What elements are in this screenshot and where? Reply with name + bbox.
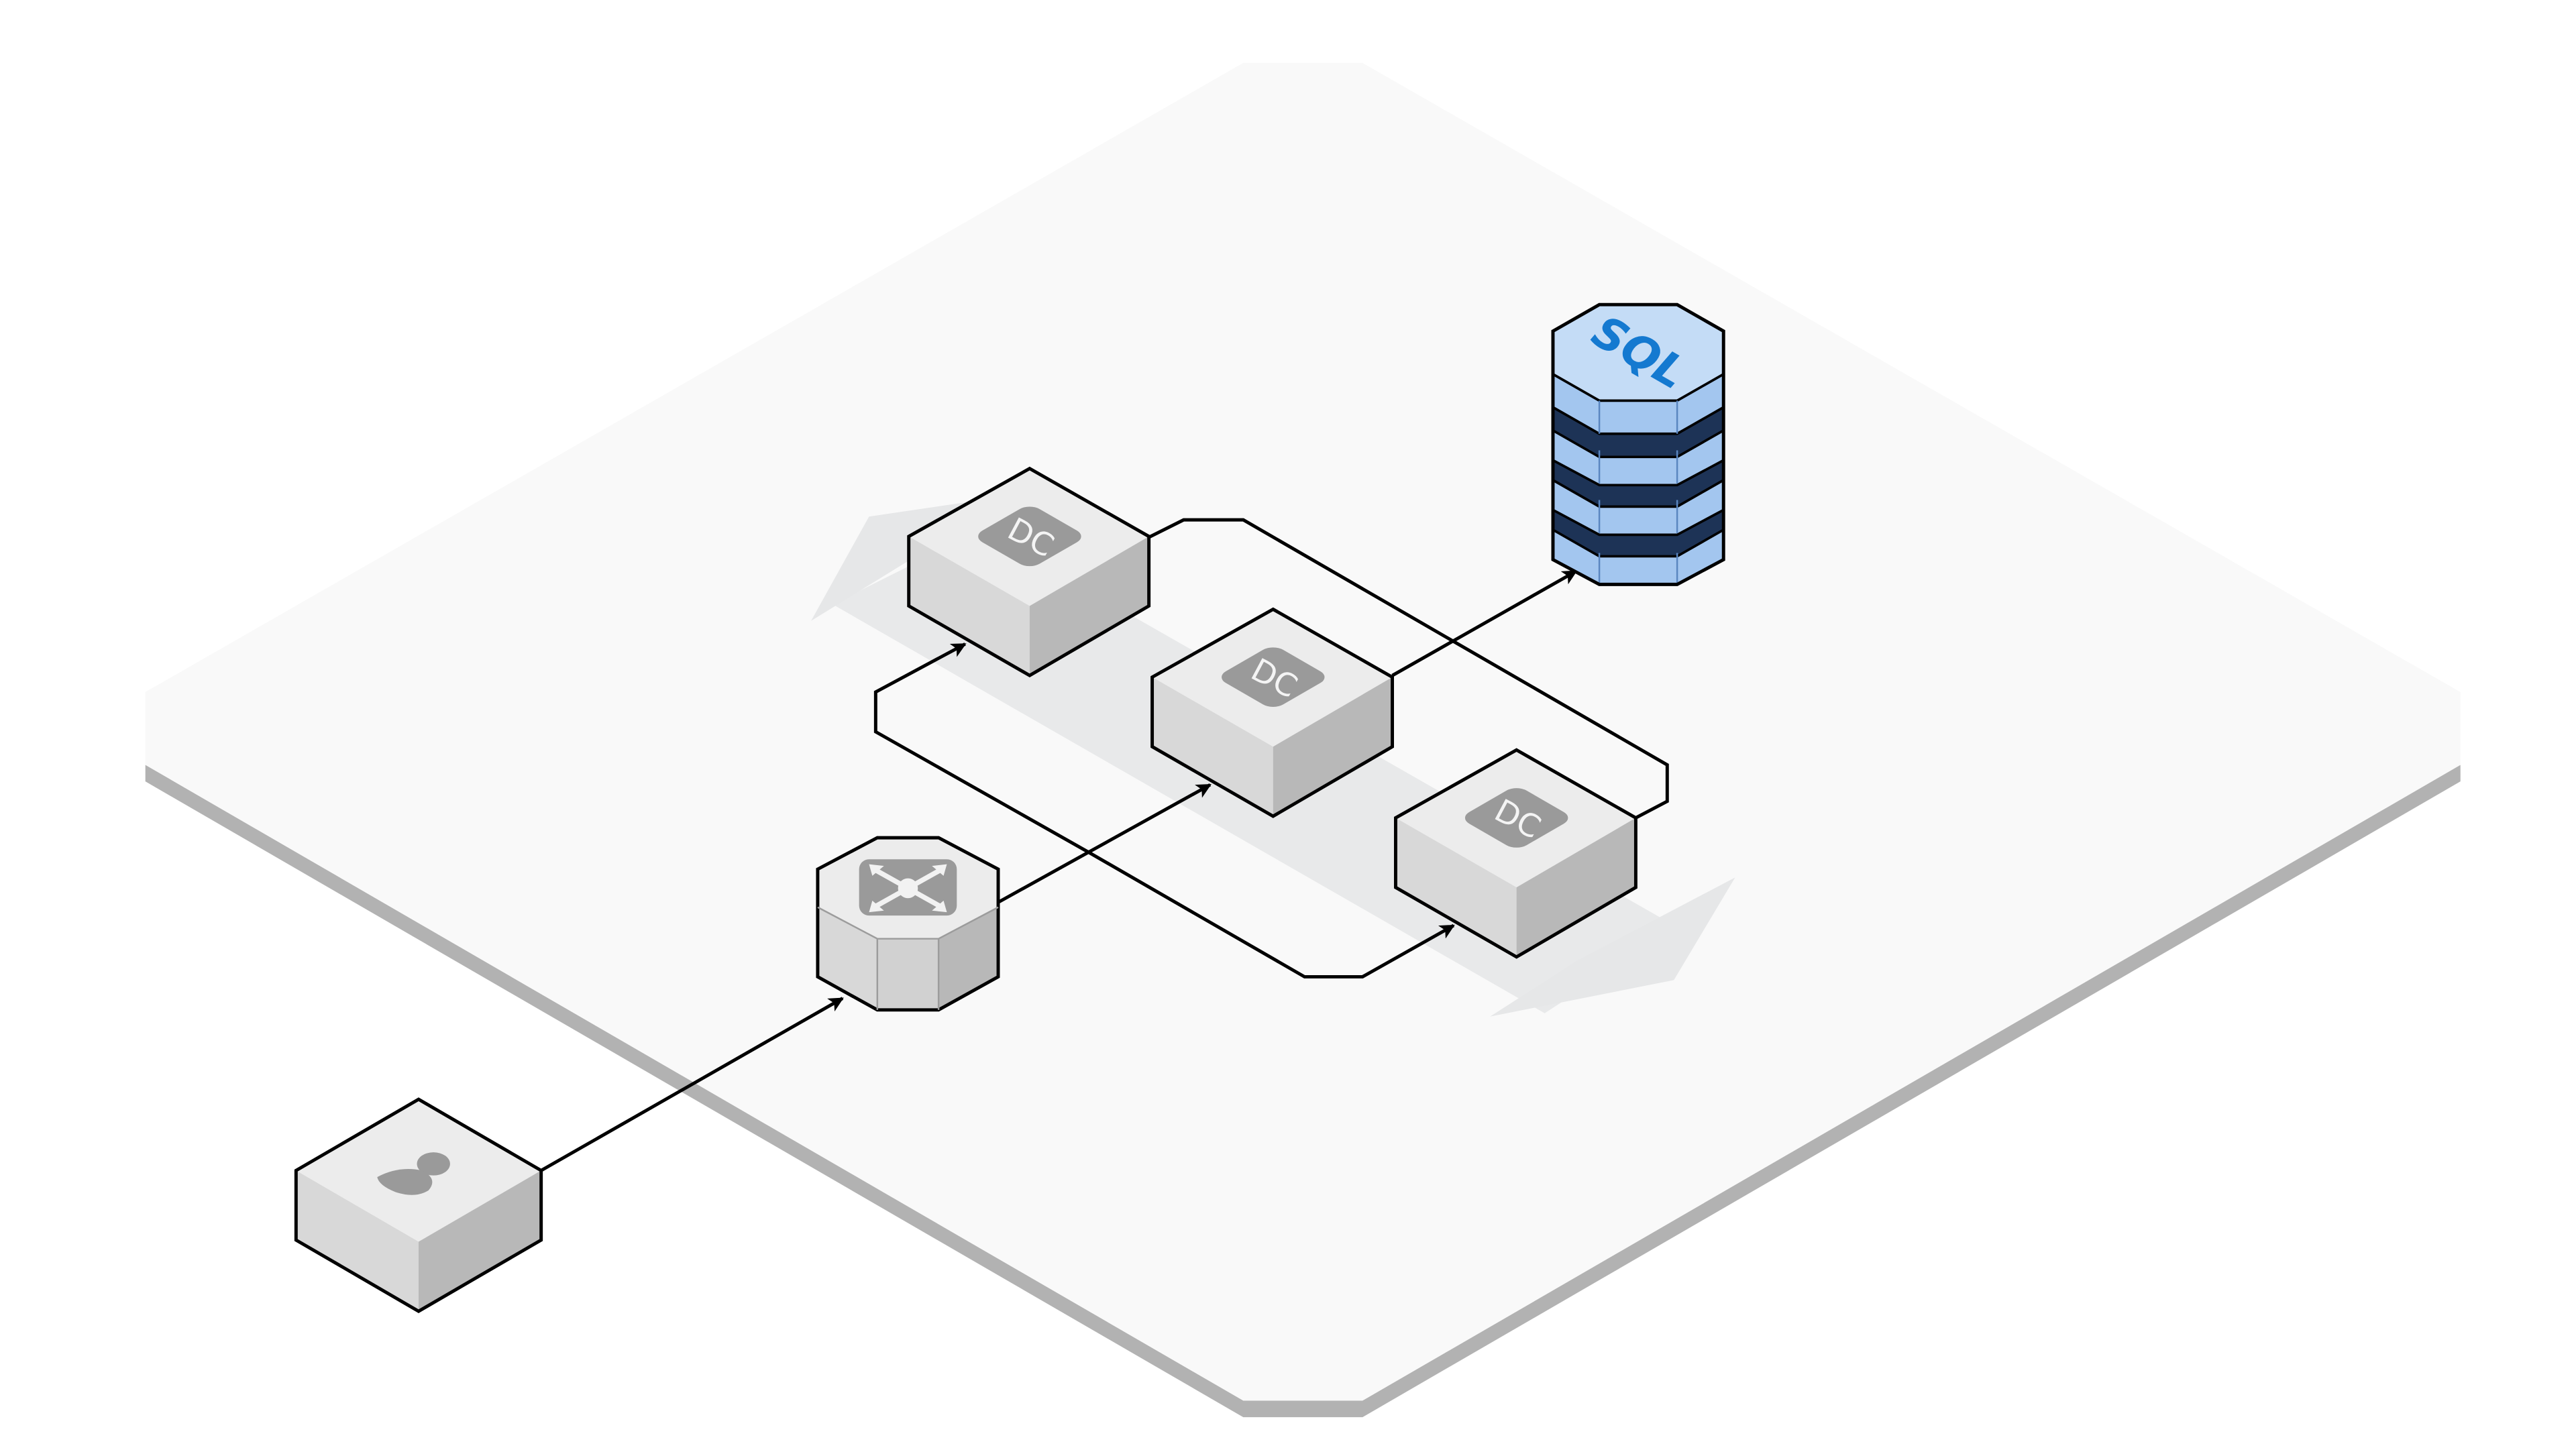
- edge-router-dc2: [997, 783, 1212, 904]
- edge-router-dc3: [1088, 851, 1455, 979]
- dc3-node[interactable]: DC: [1393, 748, 1638, 959]
- connections: [540, 518, 1669, 1172]
- domain-controller-icon: [1222, 647, 1325, 707]
- dc2-outline: [1150, 607, 1394, 818]
- backdrop-arrowhead-right: [1490, 877, 1735, 1017]
- edge-router-dc1: [873, 643, 1090, 854]
- dc1-outline: [907, 466, 1151, 678]
- dc3-right: [1516, 818, 1636, 957]
- sql-stack-layers: [1552, 303, 1725, 586]
- domain-controller-icon: [978, 506, 1081, 567]
- dc3-outline: [1393, 748, 1638, 959]
- dc1-left: [908, 536, 1030, 676]
- router-node-outline: [816, 836, 1000, 1012]
- dc2-right: [1273, 677, 1393, 817]
- user-icon: [377, 1152, 450, 1195]
- edge-user-router: [540, 997, 844, 1172]
- user-node-left: [296, 1170, 419, 1312]
- sql-face-lines: [1598, 400, 1678, 583]
- user-node-outline: [294, 1097, 543, 1313]
- dc3-left: [1395, 818, 1517, 957]
- domain-controller-icon: [1464, 788, 1568, 848]
- network-switch-icon: [859, 859, 957, 916]
- dc1-right: [1029, 536, 1149, 676]
- dc2-left: [1152, 677, 1273, 817]
- database-node[interactable]: SQL: [1551, 302, 1725, 586]
- sql-stack-outline: [1551, 302, 1725, 586]
- user-node-right: [419, 1170, 541, 1312]
- router-node-face-2: [877, 938, 939, 1010]
- edge-dc1-dc3: [1146, 518, 1669, 820]
- dc1-node[interactable]: DC: [907, 466, 1151, 678]
- router-node[interactable]: [816, 836, 1000, 1012]
- edge-dc2-database: [1391, 569, 1578, 677]
- dc2-node[interactable]: DC: [1150, 607, 1394, 818]
- user-node[interactable]: [294, 1097, 543, 1313]
